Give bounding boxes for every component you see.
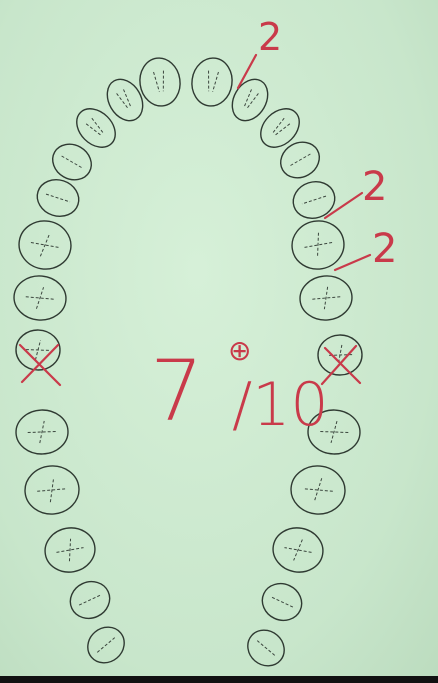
- tooth-outline: [289, 464, 347, 517]
- right-mark-label-2: 2: [372, 226, 397, 272]
- tooth-outline: [64, 575, 115, 625]
- tooth-outline: [256, 577, 307, 627]
- tooth-outline: [288, 217, 348, 273]
- score-number: 7: [150, 342, 203, 440]
- tooth-outline: [274, 135, 326, 184]
- tooth-outline: [81, 620, 132, 670]
- score-superscript: ⊕: [228, 334, 251, 367]
- top-pointer-line: [238, 55, 256, 88]
- right-mark-label-1: 2: [362, 164, 387, 210]
- tooth-outline: [42, 524, 99, 576]
- tooth-outline: [288, 176, 339, 223]
- tooth-outline: [15, 409, 69, 455]
- tooth-outline: [100, 73, 150, 127]
- tooth-outline: [270, 524, 327, 576]
- tooth-outline: [137, 55, 183, 108]
- tooth-outline: [298, 274, 354, 322]
- tooth-outline: [12, 274, 68, 322]
- tooth-outline: [253, 101, 307, 155]
- score-denominator: /10: [232, 370, 329, 440]
- tooth-outline: [69, 101, 123, 155]
- top-mark-label: 2: [258, 15, 282, 59]
- tooth-outline: [32, 174, 83, 221]
- tooth-outline: [15, 217, 75, 273]
- cross-mark-icon: [20, 345, 60, 385]
- right-pointer-line-1: [325, 193, 362, 218]
- tooth-outline: [241, 623, 292, 673]
- image-bottom-edge: [0, 676, 438, 683]
- annotation-layer: 2 2 2 7 ⊕ /10: [20, 15, 397, 440]
- tooth-outline: [189, 55, 235, 108]
- tooth-outline: [23, 464, 81, 517]
